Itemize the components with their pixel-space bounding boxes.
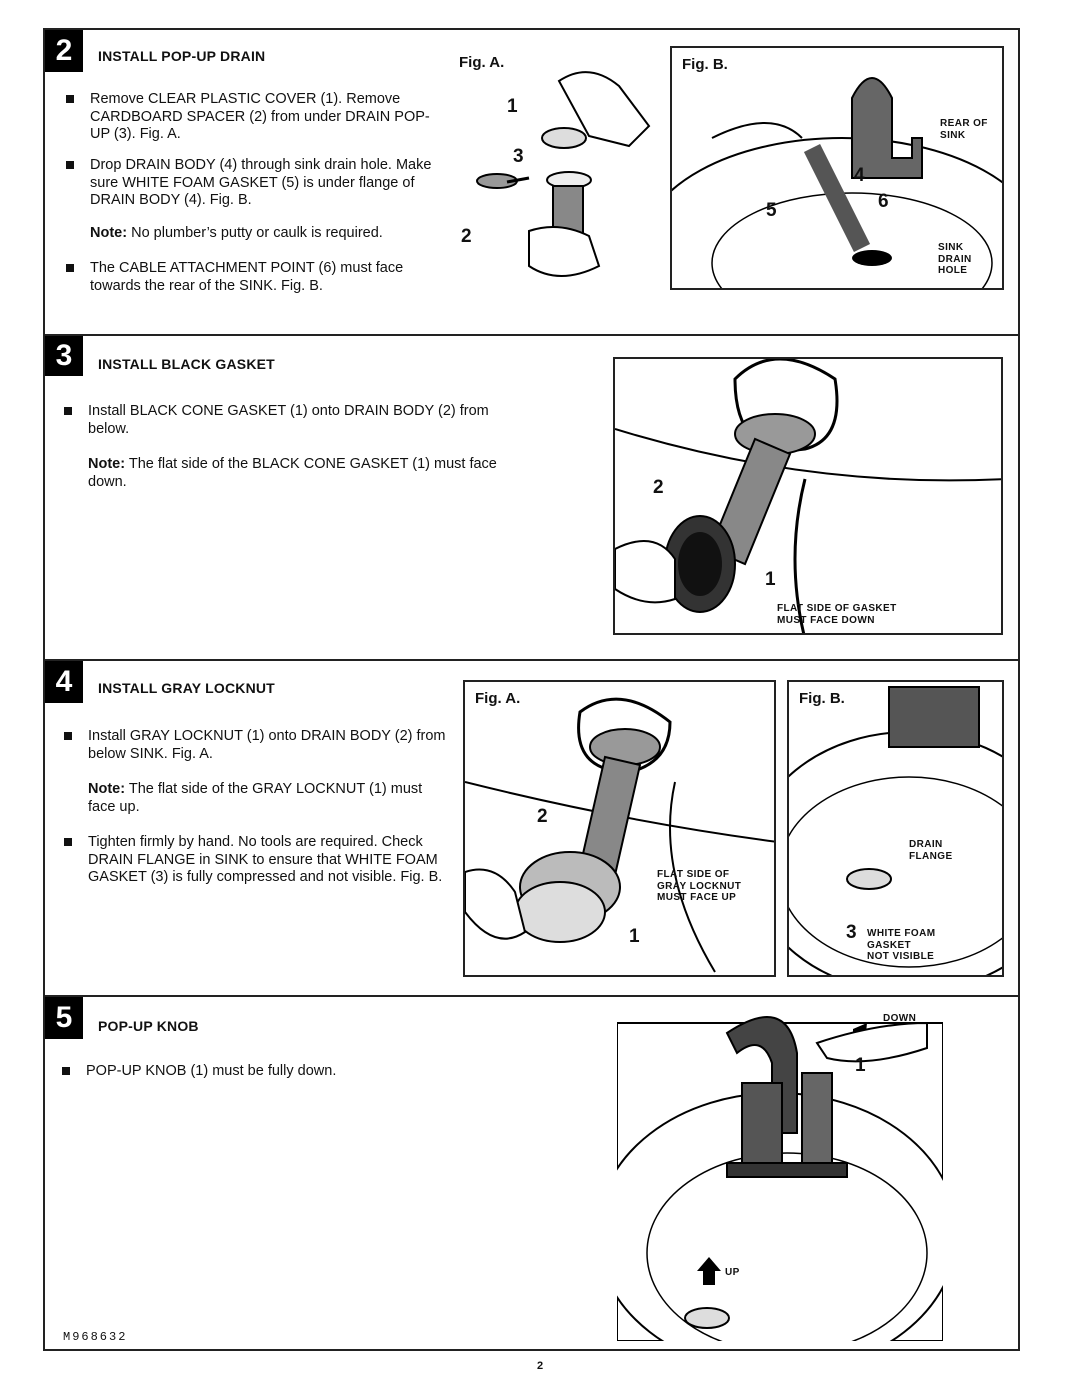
step-title: POP-UP KNOB <box>98 1018 199 1034</box>
figure-label: Fig. A. <box>475 690 521 707</box>
callout-number: 2 <box>461 226 472 247</box>
step-number: 5 <box>45 997 83 1039</box>
step-title: INSTALL POP-UP DRAIN <box>98 48 266 64</box>
divider <box>43 659 1020 661</box>
figure-label: Fig. A. <box>459 54 505 71</box>
instruction-item: Drop DRAIN BODY (4) through sink drain h… <box>66 157 440 210</box>
drain-popup-illustration <box>476 71 651 277</box>
step-number: 2 <box>45 30 83 72</box>
instruction-item: The CABLE ATTACHMENT POINT (6) must face… <box>66 260 440 295</box>
callout-number: 2 <box>653 477 664 498</box>
drain-flange-illustration <box>789 686 1002 975</box>
callout-number: 1 <box>629 926 640 947</box>
note: Note: The flat side of the BLACK CONE GA… <box>88 456 497 490</box>
callout-number: 2 <box>537 806 548 827</box>
note: Note: No plumber’s putty or caulk is req… <box>90 225 383 241</box>
step-number: 4 <box>45 661 83 703</box>
callout-number: 1 <box>855 1055 866 1076</box>
callout-number: 1 <box>765 569 776 590</box>
instruction-item: Install GRAY LOCKNUT (1) onto DRAIN BODY… <box>64 728 458 763</box>
label-down: DOWN <box>883 1013 917 1024</box>
figure-label: Fig. B. <box>799 690 845 707</box>
page-frame <box>43 28 1020 1351</box>
callout-number: 1 <box>507 96 518 117</box>
step-number: 3 <box>45 336 83 376</box>
step-title: INSTALL BLACK GASKET <box>98 356 275 372</box>
callout-number: 5 <box>766 200 777 221</box>
divider <box>43 334 1020 336</box>
figure-popup-knob: DOWN 1 UP <box>617 1003 943 1341</box>
label-up: UP <box>725 1267 740 1278</box>
page-number: 2 <box>536 1360 544 1372</box>
instruction-item: Install BLACK CONE GASKET (1) onto DRAIN… <box>64 403 518 438</box>
callout-number: 6 <box>878 191 889 212</box>
instruction-item: Tighten firmly by hand. No tools are req… <box>64 834 458 887</box>
gray-locknut-illustration <box>465 697 774 973</box>
figure-a: Fig. A. 1 3 2 <box>449 46 659 290</box>
faucet-popup-knob-illustration <box>617 1016 943 1341</box>
model-code: M968632 <box>63 1330 128 1344</box>
callout-number: 3 <box>513 146 524 167</box>
note: Note: The flat side of the GRAY LOCKNUT … <box>88 781 423 815</box>
instruction-item: POP-UP KNOB (1) must be fully down. <box>62 1063 446 1081</box>
black-gasket-illustration <box>615 359 1001 633</box>
figure-label: Fig. B. <box>682 56 728 73</box>
callout-number: 3 <box>846 922 857 943</box>
callout-number: 4 <box>854 165 865 186</box>
divider <box>43 995 1020 997</box>
step-title: INSTALL GRAY LOCKNUT <box>98 680 275 696</box>
instruction-item: Remove CLEAR PLASTIC COVER (1). Remove C… <box>66 91 440 144</box>
sink-drain-illustration <box>672 77 1002 288</box>
